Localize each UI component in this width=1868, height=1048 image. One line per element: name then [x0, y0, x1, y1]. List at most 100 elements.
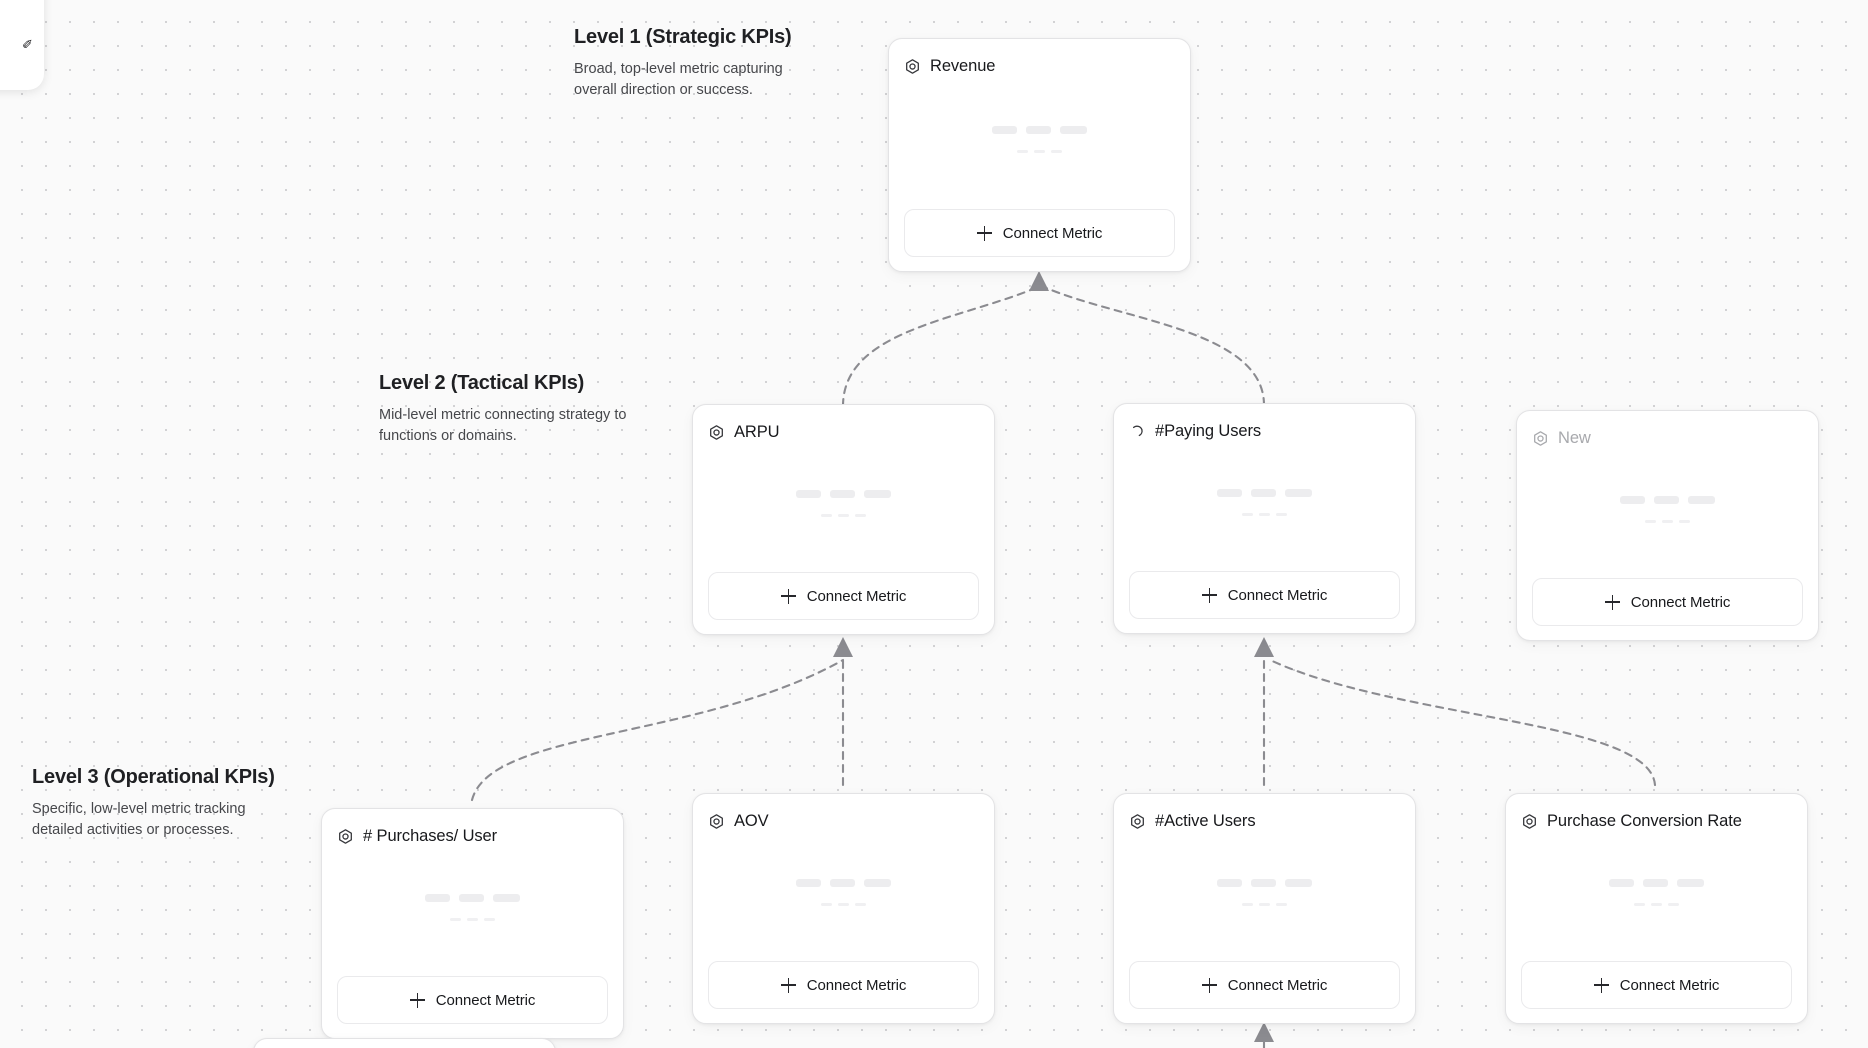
- card-skeleton-body: [337, 849, 608, 976]
- skeleton-bar: [1662, 520, 1673, 523]
- skeleton-bar: [838, 514, 849, 517]
- connect-metric-button[interactable]: Connect Metric: [1532, 578, 1803, 626]
- card-header: #Paying Users: [1129, 418, 1400, 444]
- connect-metric-button[interactable]: Connect Metric: [708, 961, 979, 1009]
- card-header: # Purchases/ User: [337, 823, 608, 849]
- skeleton-row-primary: [1217, 489, 1312, 497]
- skeleton-bar: [830, 879, 855, 887]
- skeleton-row-primary: [425, 894, 520, 902]
- metric-card-aov[interactable]: AOV Connect Metric: [692, 793, 995, 1024]
- floating-corner-panel[interactable]: ✐: [0, 0, 44, 90]
- skeleton-row-secondary: [821, 903, 866, 906]
- arrowhead-paying-users: [1254, 637, 1274, 657]
- connect-metric-button[interactable]: Connect Metric: [1129, 571, 1400, 619]
- skeleton-row-secondary: [450, 918, 495, 921]
- edge-conversion-to-paying-users: [1268, 658, 1657, 787]
- arrowhead-revenue: [1029, 271, 1049, 291]
- skeleton-row-primary: [992, 125, 1087, 134]
- edit-pencil-icon[interactable]: ✐: [22, 37, 33, 52]
- skeleton-bar: [855, 514, 866, 517]
- skeleton-row-primary: [796, 879, 891, 887]
- skeleton-bar: [493, 894, 520, 902]
- skeleton-row-primary: [1217, 879, 1312, 887]
- skeleton-bar: [1677, 879, 1704, 887]
- hexagon-metric-icon: [1131, 813, 1144, 829]
- skeleton-bar: [1017, 149, 1028, 153]
- card-header: New: [1532, 425, 1803, 451]
- skeleton-bar: [1620, 496, 1645, 504]
- card-skeleton-body: [1532, 451, 1803, 578]
- card-title: Revenue: [930, 56, 996, 75]
- skeleton-bar: [467, 918, 478, 921]
- skeleton-bar: [1643, 879, 1668, 887]
- connect-metric-label: Connect Metric: [1630, 593, 1731, 611]
- skeleton-row-secondary: [1017, 149, 1062, 153]
- card-skeleton-body: [904, 79, 1175, 209]
- skeleton-bar: [821, 903, 832, 906]
- skeleton-bar: [1634, 903, 1645, 906]
- hexagon-metric-icon: [1534, 430, 1547, 446]
- skeleton-bar: [992, 125, 1017, 134]
- hexagon-metric-icon: [1523, 813, 1536, 829]
- skeleton-row-secondary: [821, 514, 866, 517]
- skeleton-bar: [1679, 520, 1690, 523]
- spinner-icon: [1133, 425, 1143, 436]
- plus-icon: [1201, 977, 1217, 993]
- edge-paying-users-to-revenue: [1042, 285, 1266, 407]
- connect-metric-label: Connect Metric: [1227, 976, 1328, 994]
- skeleton-bar: [796, 490, 821, 498]
- card-header: AOV: [708, 808, 979, 834]
- metric-card-active-users[interactable]: #Active Users Connect Metric: [1113, 793, 1416, 1024]
- skeleton-bar: [1251, 489, 1276, 497]
- card-title: # Purchases/ User: [363, 826, 498, 845]
- skeleton-bar: [864, 490, 891, 498]
- metric-card-purchase-conversion-rate[interactable]: Purchase Conversion Rate Connect Metric: [1505, 793, 1808, 1024]
- card-skeleton-body: [1129, 834, 1400, 961]
- metric-card-offscreen-bottom[interactable]: [253, 1038, 556, 1048]
- skeleton-bar: [450, 918, 461, 921]
- connect-metric-button[interactable]: Connect Metric: [904, 209, 1175, 257]
- skeleton-bar: [1259, 903, 1270, 906]
- level-1-description: Broad, top-level metric capturing overal…: [574, 61, 783, 99]
- level-2-title: Level 2 (Tactical KPIs): [379, 372, 585, 394]
- level-3-description: Specific, low-level metric tracking deta…: [32, 801, 246, 839]
- level-3-label-group: Level 3 (Operational KPIs) Specific, low…: [32, 766, 282, 842]
- skeleton-bar: [1285, 879, 1312, 887]
- connect-metric-button[interactable]: Connect Metric: [708, 572, 979, 620]
- connect-metric-button[interactable]: Connect Metric: [1129, 961, 1400, 1009]
- skeleton-bar: [1654, 496, 1679, 504]
- metric-card-new[interactable]: New Connect Metric: [1516, 410, 1819, 641]
- hexagon-metric-icon: [339, 828, 352, 844]
- level-1-label-group: Level 1 (Strategic KPIs) Broad, top-leve…: [574, 26, 824, 102]
- card-title: New: [1558, 428, 1591, 447]
- skeleton-bar: [864, 879, 891, 887]
- metric-card-revenue[interactable]: Revenue Connect Metric: [888, 38, 1191, 272]
- skeleton-row-secondary: [1242, 903, 1287, 906]
- metric-card-paying-users[interactable]: #Paying Users Connect Metric: [1113, 403, 1416, 634]
- skeleton-bar: [1217, 879, 1242, 887]
- skeleton-bar: [1688, 496, 1715, 504]
- connect-metric-label: Connect Metric: [1227, 586, 1328, 604]
- plus-icon: [409, 992, 425, 1008]
- skeleton-bar: [1051, 149, 1062, 153]
- card-skeleton-body: [708, 445, 979, 572]
- plus-icon: [780, 977, 796, 993]
- edge-purchases-to-arpu: [470, 658, 845, 802]
- card-title: #Active Users: [1155, 811, 1256, 830]
- card-header: #Active Users: [1129, 808, 1400, 834]
- skeleton-row-primary: [1609, 879, 1704, 887]
- plus-icon: [1593, 977, 1609, 993]
- connect-metric-button[interactable]: Connect Metric: [337, 976, 608, 1024]
- skeleton-bar: [1026, 125, 1051, 134]
- metric-card-purchases-per-user[interactable]: # Purchases/ User Connect Metric: [321, 808, 624, 1039]
- skeleton-row-secondary: [1242, 513, 1287, 516]
- skeleton-bar: [1060, 125, 1087, 134]
- skeleton-bar: [838, 903, 849, 906]
- connect-metric-label: Connect Metric: [806, 976, 907, 994]
- level-2-description: Mid-level metric connecting strategy to …: [379, 407, 627, 445]
- card-title: ARPU: [734, 422, 780, 441]
- skeleton-bar: [484, 918, 495, 921]
- metric-card-arpu[interactable]: ARPU Connect Metric: [692, 404, 995, 635]
- connect-metric-button[interactable]: Connect Metric: [1521, 961, 1792, 1009]
